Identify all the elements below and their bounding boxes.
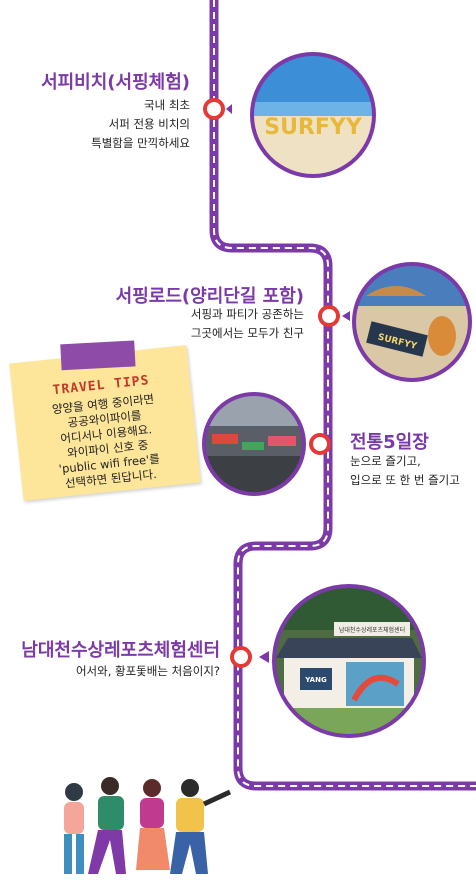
- stop-desc-line: 국내 최초: [144, 98, 190, 112]
- stop-desc-line: 서퍼 전용 비치의: [108, 117, 190, 131]
- photo-market: [202, 392, 306, 496]
- timeline-marker: [318, 305, 350, 327]
- stop-desc-line: 입으로 또 한 번 즐기고: [350, 473, 460, 487]
- stop-title-surfing-road: 서핑로드(양리단길 포함): [115, 286, 304, 307]
- stop-desc-market: 눈으로 즐기고, 입으로 또 한 번 즐기고: [350, 452, 460, 490]
- photo-sign: 남대천수상레포츠체험센터: [339, 626, 405, 634]
- stop-desc-line: 눈으로 즐기고,: [350, 454, 421, 468]
- stop-desc-line: 어서와, 황포돛배는 처음이지?: [75, 664, 220, 678]
- stop-title-leisure-center: 남대천수상레포츠체험센터: [21, 640, 220, 661]
- timeline-marker: [203, 98, 232, 120]
- person-4: [170, 779, 232, 874]
- person-1: [64, 783, 84, 874]
- stop-desc-line: 그곳에서는 모두가 친구: [190, 326, 304, 340]
- photo-leisure-center: 남대천수상레포츠체험센터 YANG: [272, 584, 426, 738]
- stop-title-market: 전통5일장: [350, 432, 429, 453]
- tape: [60, 340, 136, 371]
- stop-desc-leisure-center: 어서와, 황포돛배는 처음이지?: [76, 662, 220, 681]
- photo-sign: YANG: [304, 676, 327, 684]
- person-2: [88, 777, 126, 874]
- person-3: [136, 779, 170, 870]
- travel-tips-note: TRAVEL TIPS 양양을 여행 중이라면 공공와이파이를 어디서나 이용해…: [9, 340, 201, 501]
- stop-title-surfy-beach: 서피비치(서핑체험): [41, 72, 190, 93]
- photo-surfing-road: SURFYY: [352, 262, 472, 382]
- stop-desc-surfing-road: 서핑과 파티가 공존하는 그곳에서는 모두가 친구: [191, 305, 304, 343]
- photo-surfy-beach: SURFYY: [250, 52, 376, 178]
- stop-desc-line: 서핑과 파티가 공존하는: [190, 307, 304, 321]
- timeline-marker: [230, 646, 269, 668]
- stop-desc-surfy-beach: 국내 최초 서퍼 전용 비치의 특별함을 만끽하세요: [91, 96, 190, 153]
- stop-desc-line: 특별함을 만끽하세요: [91, 136, 190, 150]
- photo-sign: SURFYY: [264, 115, 363, 140]
- people-illustration: [64, 777, 232, 874]
